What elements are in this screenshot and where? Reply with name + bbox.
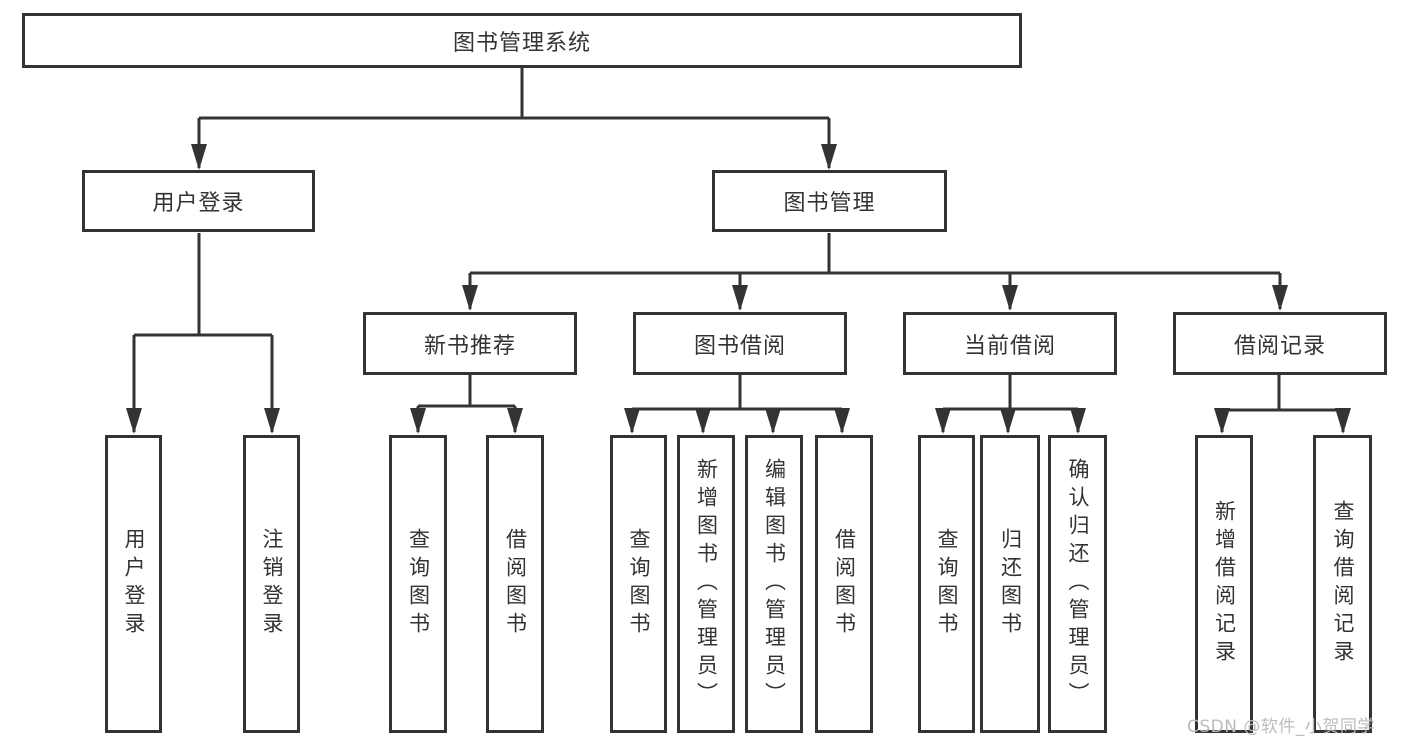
node-leaf-add-books-admin: 新增图书（管理员） xyxy=(677,435,735,733)
node-leaf-confirm-return-admin: 确认归还（管理员） xyxy=(1048,435,1107,733)
connector-root xyxy=(191,68,837,170)
node-leaf-logout: 注销登录 xyxy=(243,435,300,733)
node-leaf-query-books-recommend: 查询图书 xyxy=(389,435,447,733)
node-leaf-add-borrow-record: 新增借阅记录 xyxy=(1195,435,1253,733)
node-leaf-return-books: 归还图书 xyxy=(980,435,1040,733)
connector-borrow-records xyxy=(1214,375,1351,434)
node-leaf-query-books-current: 查询图书 xyxy=(918,435,975,733)
node-leaf-query-borrow-record: 查询借阅记录 xyxy=(1313,435,1372,733)
node-leaf-user-login: 用户登录 xyxy=(105,435,162,733)
node-user-login: 用户登录 xyxy=(82,170,315,232)
connector-book-borrow xyxy=(624,375,850,434)
node-borrow-records: 借阅记录 xyxy=(1173,312,1387,375)
node-current-borrow: 当前借阅 xyxy=(903,312,1117,375)
node-leaf-edit-books-admin: 编辑图书（管理员） xyxy=(745,435,803,733)
connector-current-borrow xyxy=(935,375,1086,434)
connector-book-management xyxy=(462,233,1288,311)
node-leaf-borrow-books: 借阅图书 xyxy=(815,435,873,733)
node-new-book-recommend: 新书推荐 xyxy=(363,312,577,375)
node-leaf-borrow-books-recommend: 借阅图书 xyxy=(486,435,544,733)
connector-new-book-recommend xyxy=(410,375,523,434)
watermark-text: CSDN @软件_小贺同学 xyxy=(1187,717,1375,737)
node-root: 图书管理系统 xyxy=(22,13,1022,68)
connector-user-login xyxy=(126,233,280,434)
node-leaf-query-books-borrow: 查询图书 xyxy=(610,435,667,733)
node-book-management: 图书管理 xyxy=(712,170,947,232)
node-book-borrow: 图书借阅 xyxy=(633,312,847,375)
